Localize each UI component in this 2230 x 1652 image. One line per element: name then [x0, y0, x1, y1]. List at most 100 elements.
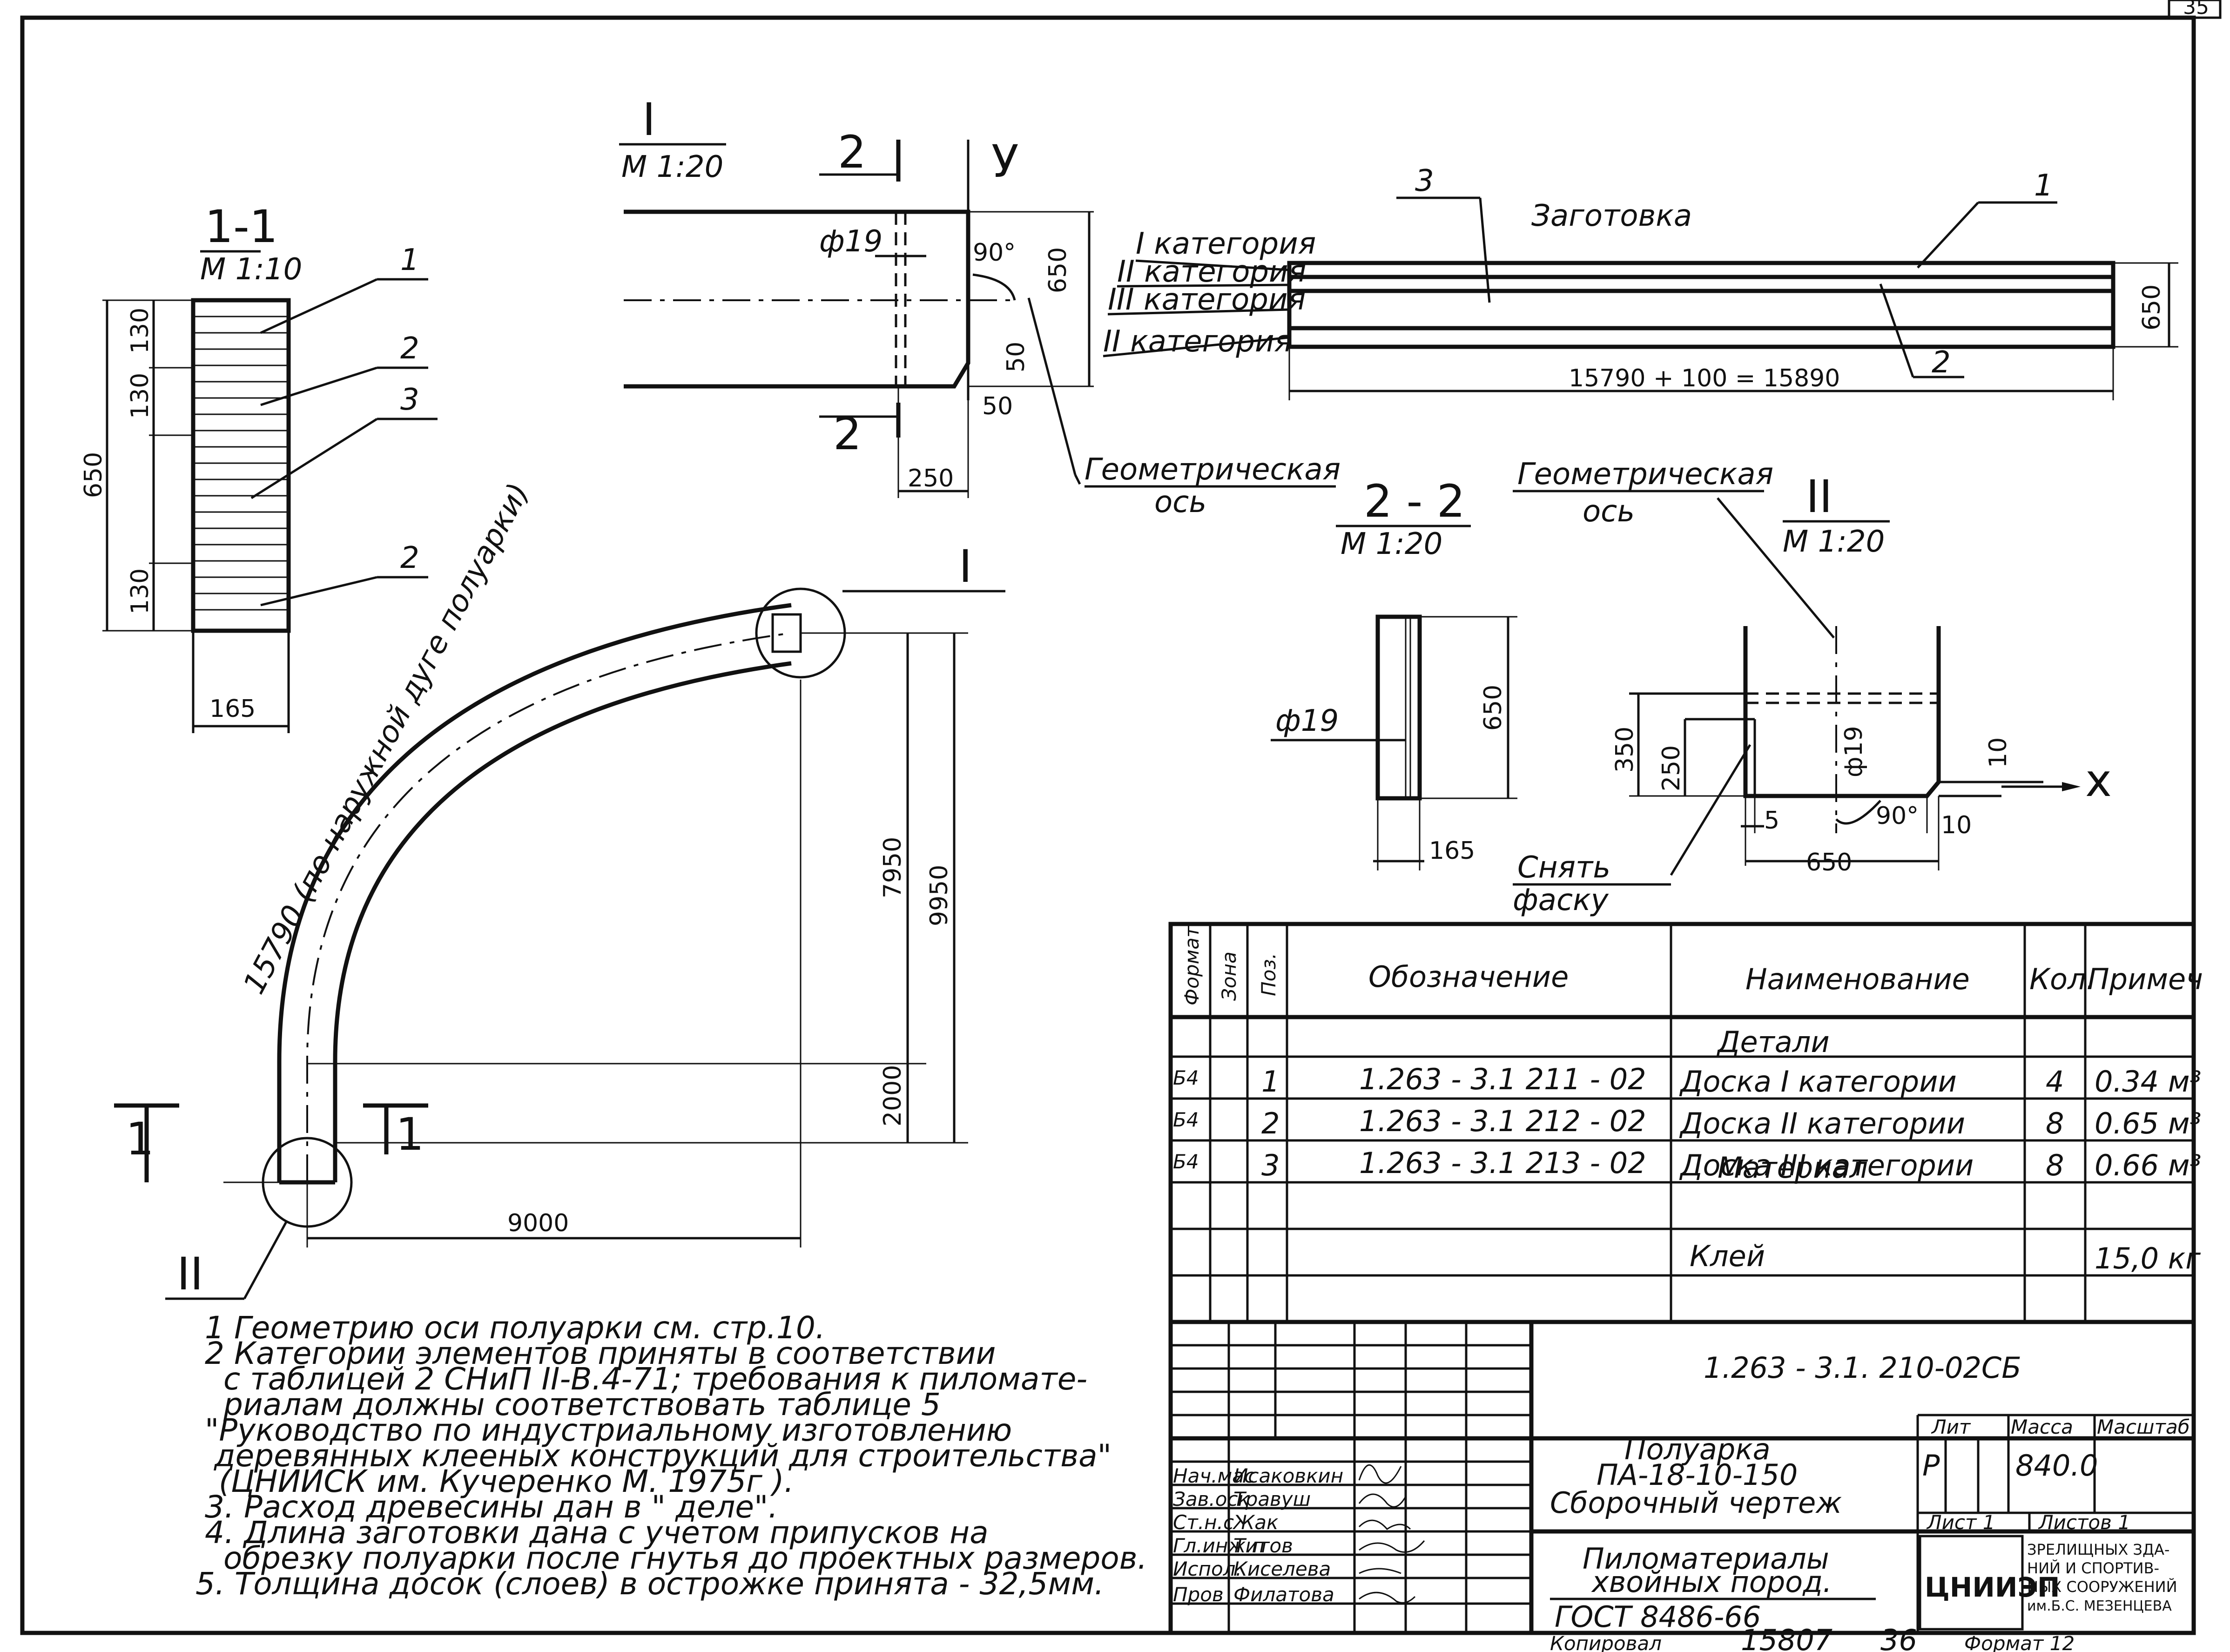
- detail-II-dim-650: 650: [1806, 849, 1852, 877]
- spec-row-1-pos: 1: [1261, 1065, 1280, 1099]
- section-2-2-title: 2 - 2: [1364, 475, 1465, 527]
- detail-II-hole: ф19: [1840, 726, 1868, 777]
- detail-II-axis-x: x: [2085, 755, 2112, 807]
- spec-row-3-format: Б4: [1173, 1150, 1199, 1173]
- spec-row-1: Б4 1 1.263 - 3.1 211 - 02 Доска I катего…: [1173, 1062, 2201, 1099]
- section-2-2-dim-165: 165: [1429, 837, 1475, 865]
- note-5: 5. Толщина досок (слоев) в острожке прин…: [195, 1566, 1104, 1602]
- half-arch: I II 1 1 7950 9950 2000 9000 15790 (по н…: [114, 478, 1005, 1300]
- note-1: 1 Геометрию оси полуарки см. стр.10.: [205, 1310, 825, 1346]
- spec-header-name: Наименование: [1745, 962, 1970, 996]
- title-name1: Полуарка: [1624, 1432, 1771, 1466]
- arch-section-mark-right: 1: [396, 1108, 424, 1160]
- dim-1-1-130b: 130: [126, 373, 154, 419]
- person-3-name: Жак: [1232, 1511, 1279, 1534]
- title-mass: 840.0: [2015, 1449, 2098, 1483]
- spec-row-2-qty: 8: [2046, 1106, 2064, 1140]
- spec-row-3-pos: 3: [1261, 1148, 1280, 1182]
- detail-II-chamfer2: фаску: [1513, 883, 1609, 917]
- detail-II-dim-5: 5: [1764, 807, 1779, 835]
- org-desc-1: ЗРЕЛИЩНЫХ ЗДА-: [2027, 1541, 2169, 1558]
- detail-I-dim-650: 650: [1044, 247, 1072, 293]
- person-5-name: Киселева: [1233, 1558, 1331, 1580]
- detail-I-outline: [624, 209, 970, 389]
- detail-I-scale: М 1:20: [621, 150, 723, 184]
- title-material1: Пиломатериалы: [1583, 1542, 1829, 1576]
- detail-II: Геометрическая ось II М 1:20 350 250 ф19…: [1513, 457, 2112, 917]
- pos-1-1-b: 2: [400, 331, 419, 366]
- detail-I: I М 1:20 У 2 2 ф19 90° 650 50 50 250 Гео…: [619, 94, 1341, 519]
- notes: 1 Геометрию оси полуарки см. стр.10. 2 К…: [195, 1310, 1147, 1602]
- note-2d: "Руководство по индустриальному изготовл…: [205, 1412, 1012, 1448]
- detail-II-axis-label: Геометрическая: [1517, 457, 1773, 492]
- dim-1-1-650: 650: [80, 452, 108, 498]
- pos-1-1-a: 1: [400, 243, 419, 277]
- title-block: 1.263 - 3.1. 210-02СБ Нач.мас Исаковкин …: [1171, 1322, 2194, 1634]
- title-sheets: Листов 1: [2038, 1511, 2130, 1534]
- spec-row-2-note: 0.65 м³: [2095, 1106, 2201, 1140]
- spec-table: Формат Зона Поз. Обозначение Наименовани…: [1168, 922, 2203, 1635]
- detail-II-dim-250: 250: [1657, 745, 1685, 791]
- detail-I-axis-label2: ось: [1154, 485, 1206, 519]
- section-2-2: 2 - 2 М 1:20 650 ф19 165: [1271, 475, 1517, 870]
- title-doc-number: 1.263 - 3.1. 210-02СБ: [1704, 1351, 2021, 1385]
- arch-dim-2000: 2000: [879, 1065, 907, 1126]
- note-2b: с таблицей 2 СНиП II-В.4-71; требования …: [223, 1361, 1087, 1397]
- arch-dim-9950: 9950: [925, 865, 953, 926]
- title-name2: ПА-18-10-150: [1597, 1458, 1798, 1492]
- person-6-name: Филатова: [1233, 1583, 1334, 1606]
- spec-row-3-qty: 8: [2046, 1148, 2064, 1182]
- spec-row-3-designation: 1.263 - 3.1 213 - 02: [1359, 1146, 1646, 1180]
- title-material3: ГОСТ 8486-66: [1555, 1600, 1761, 1634]
- copied-label: Копировал: [1550, 1632, 1662, 1652]
- page-number-box: [2168, 0, 2222, 19]
- person-2-role: Зав.оск: [1173, 1488, 1250, 1510]
- title-people: Нач.мас Исаковкин Зав.оск Травуш Ст.н.с …: [1173, 1464, 1343, 1606]
- spec-row-3-name: Доска III категории: [1679, 1148, 1974, 1182]
- title-scale-header: Масштаб: [2097, 1416, 2190, 1438]
- title-material2: хвойных пород.: [1591, 1565, 1832, 1599]
- dim-1-1-130a: 130: [126, 308, 154, 354]
- spec-row-3: Б4 3 1.263 - 3.1 213 - 02 Доска III кате…: [1173, 1146, 2201, 1182]
- spec-row-2-designation: 1.263 - 3.1 212 - 02: [1359, 1104, 1646, 1138]
- copy-number: 15807: [1741, 1623, 1833, 1652]
- spec-row-2-pos: 2: [1261, 1106, 1280, 1140]
- title-lit: Р: [1922, 1449, 1940, 1483]
- detail-I-hole: ф19: [819, 224, 883, 259]
- blank-pos3: 3: [1415, 164, 1434, 198]
- person-3-role: Ст.н.с: [1173, 1511, 1234, 1534]
- org-logo-text: ЦНИИЭП: [1925, 1571, 2060, 1603]
- spec-row-3-note: 0.66 м³: [2095, 1148, 2201, 1182]
- title-lit-header: Лит: [1931, 1416, 1971, 1438]
- section-1-1: 1-1 М 1:10 130 130 130 650 165: [80, 201, 438, 733]
- title-mass-header: Масса: [2011, 1416, 2073, 1438]
- detail-I-dim-250: 250: [908, 465, 954, 492]
- section-1-1-body: [191, 298, 291, 633]
- detail-II-title: II: [1806, 471, 1833, 523]
- spec-row-1-format: Б4: [1173, 1066, 1199, 1089]
- spec-row-2-name: Доска II категории: [1679, 1106, 1965, 1140]
- pos-1-1-d: 2: [400, 541, 419, 575]
- detail-I-axis-label: Геометрическая: [1085, 452, 1341, 487]
- spec-header-qty: Кол.: [2029, 962, 2095, 996]
- detail-I-dim-50a: 50: [1002, 342, 1030, 372]
- arch-mark-I: I: [959, 540, 972, 593]
- blank-body: [1287, 261, 2115, 349]
- spec-header-pos: Поз.: [1257, 953, 1280, 996]
- section-2-2-scale: М 1:20: [1341, 527, 1442, 561]
- person-6-role: Пров: [1173, 1583, 1224, 1606]
- signatures: [1358, 1464, 1425, 1604]
- dim-1-1-165: 165: [209, 695, 256, 723]
- page-number: 35: [2183, 0, 2209, 19]
- person-1-name: Исаковкин: [1233, 1464, 1343, 1487]
- detail-II-angle: 90°: [1876, 802, 1919, 830]
- person-4-name: Титов: [1233, 1534, 1293, 1557]
- copy-sheet: 36: [1880, 1623, 1917, 1652]
- format-label: Формат 12: [1964, 1632, 2075, 1652]
- title-sheet: Лист 1: [1926, 1511, 1995, 1534]
- spec-section-material: Материал: [1718, 1151, 1868, 1185]
- arch-section-mark-left: 1: [126, 1113, 154, 1165]
- spec-header-format: Формат: [1180, 925, 1203, 1005]
- detail-I-section-top: 2: [838, 126, 866, 178]
